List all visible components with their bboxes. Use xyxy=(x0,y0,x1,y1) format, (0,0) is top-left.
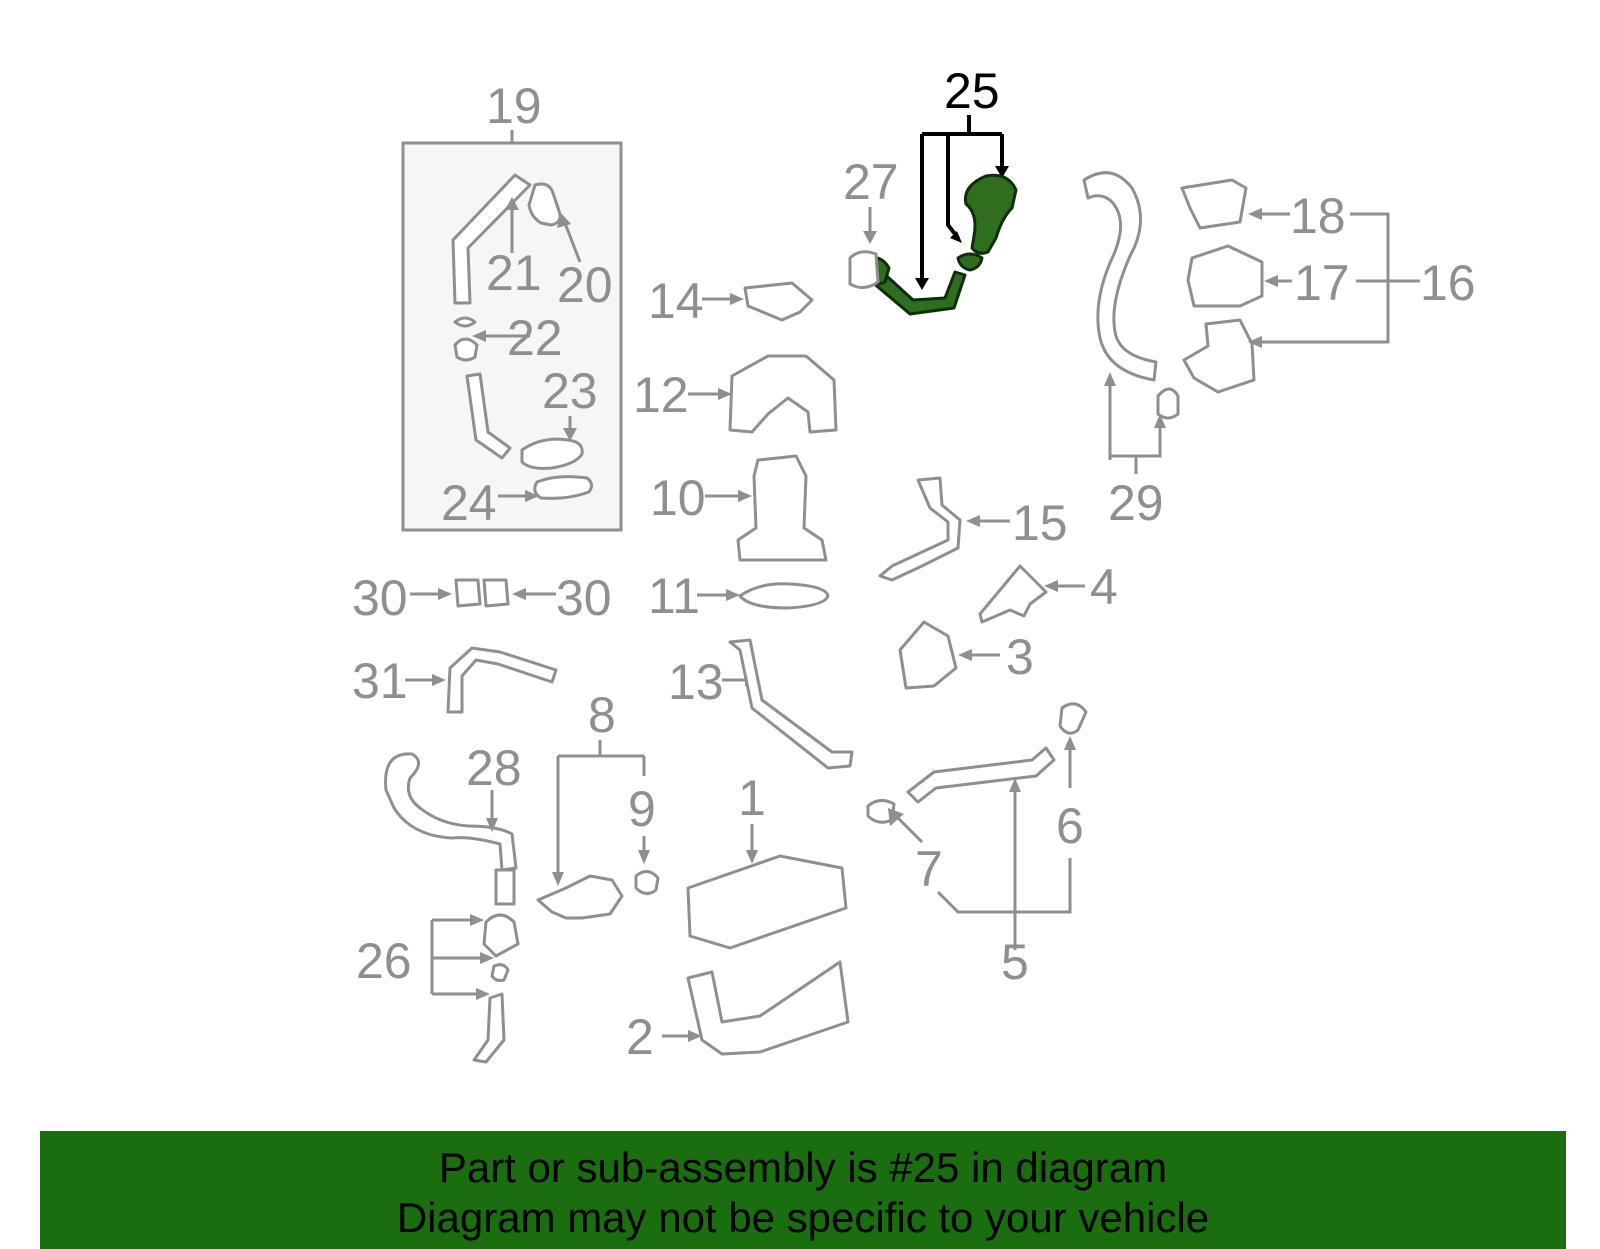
callout-27: 27 xyxy=(843,154,899,210)
part-5-hose xyxy=(906,746,1056,804)
callout-23: 23 xyxy=(542,363,598,419)
part-17-housing xyxy=(1186,244,1264,308)
part-26-cap xyxy=(482,913,520,958)
part-15-group: 15 xyxy=(878,476,1068,582)
part-16-pump xyxy=(1182,318,1256,394)
callout-26: 26 xyxy=(356,933,412,989)
info-banner: Part or sub-assembly is #25 in diagram D… xyxy=(40,1131,1566,1249)
part-19-kit-group: 19 21 20 22 23 24 xyxy=(401,78,623,532)
callout-5: 5 xyxy=(1001,934,1029,990)
part-21-hose xyxy=(451,173,532,305)
part-13-tube xyxy=(728,638,854,770)
callout-1: 1 xyxy=(738,770,766,826)
part-22-seal xyxy=(453,316,477,328)
callout-2: 2 xyxy=(626,1009,654,1065)
callout-16: 16 xyxy=(1420,255,1476,311)
part-23-valve xyxy=(520,437,584,470)
callout-15: 15 xyxy=(1012,495,1068,551)
part-22-connector xyxy=(453,337,479,362)
part-29-group: 29 xyxy=(1082,171,1180,531)
part-3-module xyxy=(898,620,958,690)
part-27-group: 27 xyxy=(843,154,899,289)
part-hose-lower xyxy=(465,372,512,460)
part-25-pipe xyxy=(868,266,967,316)
callout-8: 8 xyxy=(588,687,616,743)
part-26-clip xyxy=(490,963,510,982)
callout-29: 29 xyxy=(1108,475,1164,531)
callout-14: 14 xyxy=(648,273,704,329)
part-4-group: 4 xyxy=(978,559,1118,624)
callout-4: 4 xyxy=(1090,559,1118,615)
part-20-valve xyxy=(527,182,562,227)
callout-12: 12 xyxy=(633,367,689,423)
callout-21: 21 xyxy=(486,245,542,301)
part-2-bracket xyxy=(686,960,850,1056)
part-8-9-group: 8 9 xyxy=(536,687,660,920)
part-31-group: 31 xyxy=(352,646,558,714)
callout-17: 17 xyxy=(1294,255,1350,311)
part-14-sensor xyxy=(743,281,814,322)
part-18-cap xyxy=(1180,178,1248,230)
part-27-gasket xyxy=(848,250,880,289)
part-6-connector xyxy=(1058,702,1088,735)
part-12-shield xyxy=(728,354,838,434)
part-30-clip-a xyxy=(454,578,482,608)
callout-10: 10 xyxy=(650,470,706,526)
callout-9: 9 xyxy=(628,781,656,837)
part-24-gasket xyxy=(533,475,594,500)
callout-3: 3 xyxy=(1006,629,1034,685)
part-12-group: 12 xyxy=(633,354,838,434)
part-3-group: 3 xyxy=(898,620,1034,690)
part-13-group: 13 xyxy=(668,638,854,770)
callout-24: 24 xyxy=(441,475,497,531)
callout-30-right: 30 xyxy=(556,570,612,626)
part-29-clamp xyxy=(1156,387,1180,420)
callout-19: 19 xyxy=(486,78,542,134)
banner-line-1: Part or sub-assembly is #25 in diagram xyxy=(438,1144,1168,1191)
callout-18: 18 xyxy=(1290,188,1346,244)
part-25-gasket xyxy=(956,252,984,272)
callout-20: 20 xyxy=(557,257,613,313)
callout-31: 31 xyxy=(352,653,408,709)
callout-13: 13 xyxy=(668,654,724,710)
part-28-end xyxy=(494,868,516,906)
part-16-group: 18 17 16 xyxy=(1180,178,1476,394)
part-1-canister xyxy=(686,854,848,950)
callout-22: 22 xyxy=(507,310,563,366)
callout-25: 25 xyxy=(944,63,1000,119)
part-14-group: 14 xyxy=(648,273,814,329)
part-8-valve xyxy=(536,874,624,920)
part-5-6-7-group: 6 7 5 xyxy=(866,702,1088,990)
part-11-gasket xyxy=(738,582,830,610)
part-31-bracket xyxy=(446,646,558,714)
part-10-egr-valve xyxy=(736,454,828,562)
part-9-ring xyxy=(634,870,660,895)
callout-11: 11 xyxy=(648,568,700,624)
callout-6: 6 xyxy=(1056,798,1084,854)
part-28-26-group: 28 26 xyxy=(356,740,522,1064)
callout-7: 7 xyxy=(915,841,943,897)
part-29-hose xyxy=(1082,171,1158,382)
part-28-hose xyxy=(384,752,518,872)
banner-line-2: Diagram may not be specific to your vehi… xyxy=(396,1194,1210,1241)
part-26-bracket xyxy=(472,992,506,1064)
part-15-sensor-cable xyxy=(878,476,962,582)
part-30-clip-b xyxy=(482,578,510,608)
part-10-group: 10 xyxy=(650,454,828,562)
part-25-valve-body xyxy=(963,173,1018,255)
callout-28: 28 xyxy=(466,740,522,796)
part-30-group: 30 30 xyxy=(352,570,612,626)
callout-30-left: 30 xyxy=(352,570,408,626)
part-4-bracket xyxy=(978,564,1048,624)
part-1-2-group: 1 2 xyxy=(626,770,850,1065)
part-11-group: 11 xyxy=(648,568,830,624)
